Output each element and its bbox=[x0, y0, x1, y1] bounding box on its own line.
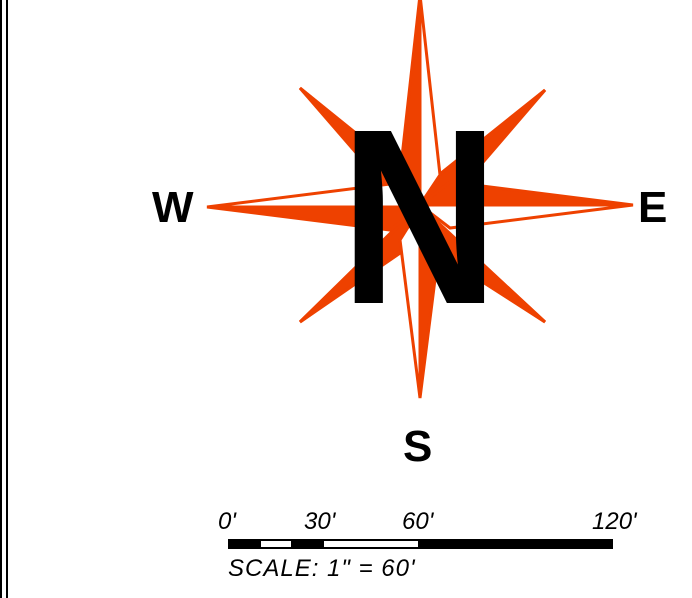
north-point-outline bbox=[418, 0, 442, 210]
scale-tick-120: 120' bbox=[592, 508, 637, 535]
south-label: S bbox=[403, 422, 433, 471]
east-label: E bbox=[638, 183, 668, 232]
east-point-outline bbox=[415, 203, 634, 230]
west-label: W bbox=[152, 183, 194, 232]
west-point-outline bbox=[206, 182, 425, 209]
compass-cardinal-points bbox=[206, 0, 634, 399]
border-line-inner bbox=[6, 0, 8, 598]
south-point-outline bbox=[398, 202, 422, 399]
scale-bar-white-segment-1 bbox=[261, 541, 291, 547]
scale-tick-60: 60' bbox=[402, 508, 434, 535]
north-label: N bbox=[340, 77, 499, 356]
scale-caption: SCALE: 1" = 60' bbox=[228, 555, 416, 582]
border-line-outer bbox=[0, 0, 2, 598]
scale-bar-white-segment-2 bbox=[324, 541, 418, 547]
scale-bar bbox=[228, 539, 613, 549]
scale-tick-30: 30' bbox=[304, 508, 336, 535]
scale-tick-0: 0' bbox=[218, 508, 236, 535]
